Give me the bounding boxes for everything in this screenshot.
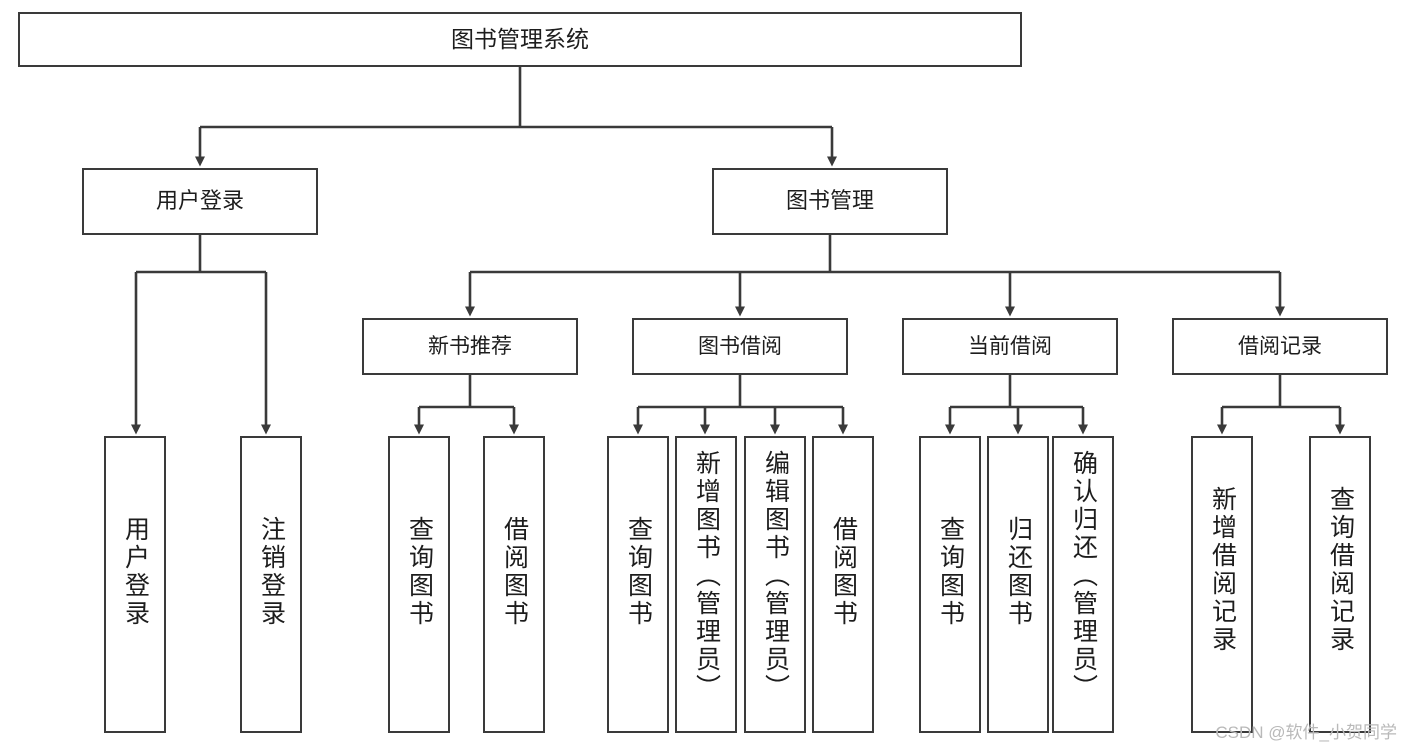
node-leaf-borrow-book-2[interactable]: 借阅图书 [812,436,874,733]
node-book-manage[interactable]: 图书管理 [712,168,948,235]
node-leaf-add-book-label: 新增图书（管理员） [692,450,721,702]
node-leaf-user-login-label: 用户登录 [121,516,150,628]
node-book-borrow-label: 图书借阅 [698,334,782,358]
node-root-label: 图书管理系统 [451,25,589,52]
node-new-book-recommend[interactable]: 新书推荐 [362,318,578,375]
node-leaf-add-book[interactable]: 新增图书（管理员） [675,436,737,733]
node-book-borrow[interactable]: 图书借阅 [632,318,848,375]
node-leaf-query-book-1-label: 查询图书 [405,516,434,628]
node-current-borrow[interactable]: 当前借阅 [902,318,1118,375]
node-leaf-borrow-book-2-label: 借阅图书 [829,516,858,628]
node-leaf-add-record-label: 新增借阅记录 [1208,486,1237,654]
node-leaf-query-record-label: 查询借阅记录 [1326,486,1355,654]
node-leaf-return-book-label: 归还图书 [1004,516,1033,628]
node-leaf-query-record[interactable]: 查询借阅记录 [1309,436,1371,733]
node-leaf-query-book-3-label: 查询图书 [936,516,965,628]
node-root[interactable]: 图书管理系统 [18,12,1022,67]
node-leaf-borrow-book-1-label: 借阅图书 [500,516,529,628]
node-borrow-record-label: 借阅记录 [1238,334,1322,358]
node-book-manage-label: 图书管理 [785,188,874,214]
node-leaf-query-book-1[interactable]: 查询图书 [388,436,450,733]
node-leaf-confirm-return-label: 确认归还（管理员） [1069,450,1098,702]
node-new-book-recommend-label: 新书推荐 [428,334,512,358]
node-leaf-query-book-2-label: 查询图书 [624,516,653,628]
node-leaf-query-book-2[interactable]: 查询图书 [607,436,669,733]
node-leaf-confirm-return[interactable]: 确认归还（管理员） [1052,436,1114,733]
node-user-login-label: 用户登录 [155,188,244,214]
node-leaf-edit-book-label: 编辑图书（管理员） [761,450,790,702]
node-leaf-user-logout[interactable]: 注销登录 [240,436,302,733]
watermark-text: CSDN @软件_小贺同学 [1215,723,1397,742]
node-leaf-return-book[interactable]: 归还图书 [987,436,1049,733]
node-leaf-user-login[interactable]: 用户登录 [104,436,166,733]
node-leaf-add-record[interactable]: 新增借阅记录 [1191,436,1253,733]
node-leaf-borrow-book-1[interactable]: 借阅图书 [483,436,545,733]
node-borrow-record[interactable]: 借阅记录 [1172,318,1388,375]
node-leaf-user-logout-label: 注销登录 [257,516,286,628]
node-user-login[interactable]: 用户登录 [82,168,318,235]
node-leaf-query-book-3[interactable]: 查询图书 [919,436,981,733]
node-leaf-edit-book[interactable]: 编辑图书（管理员） [744,436,806,733]
node-current-borrow-label: 当前借阅 [968,334,1052,358]
